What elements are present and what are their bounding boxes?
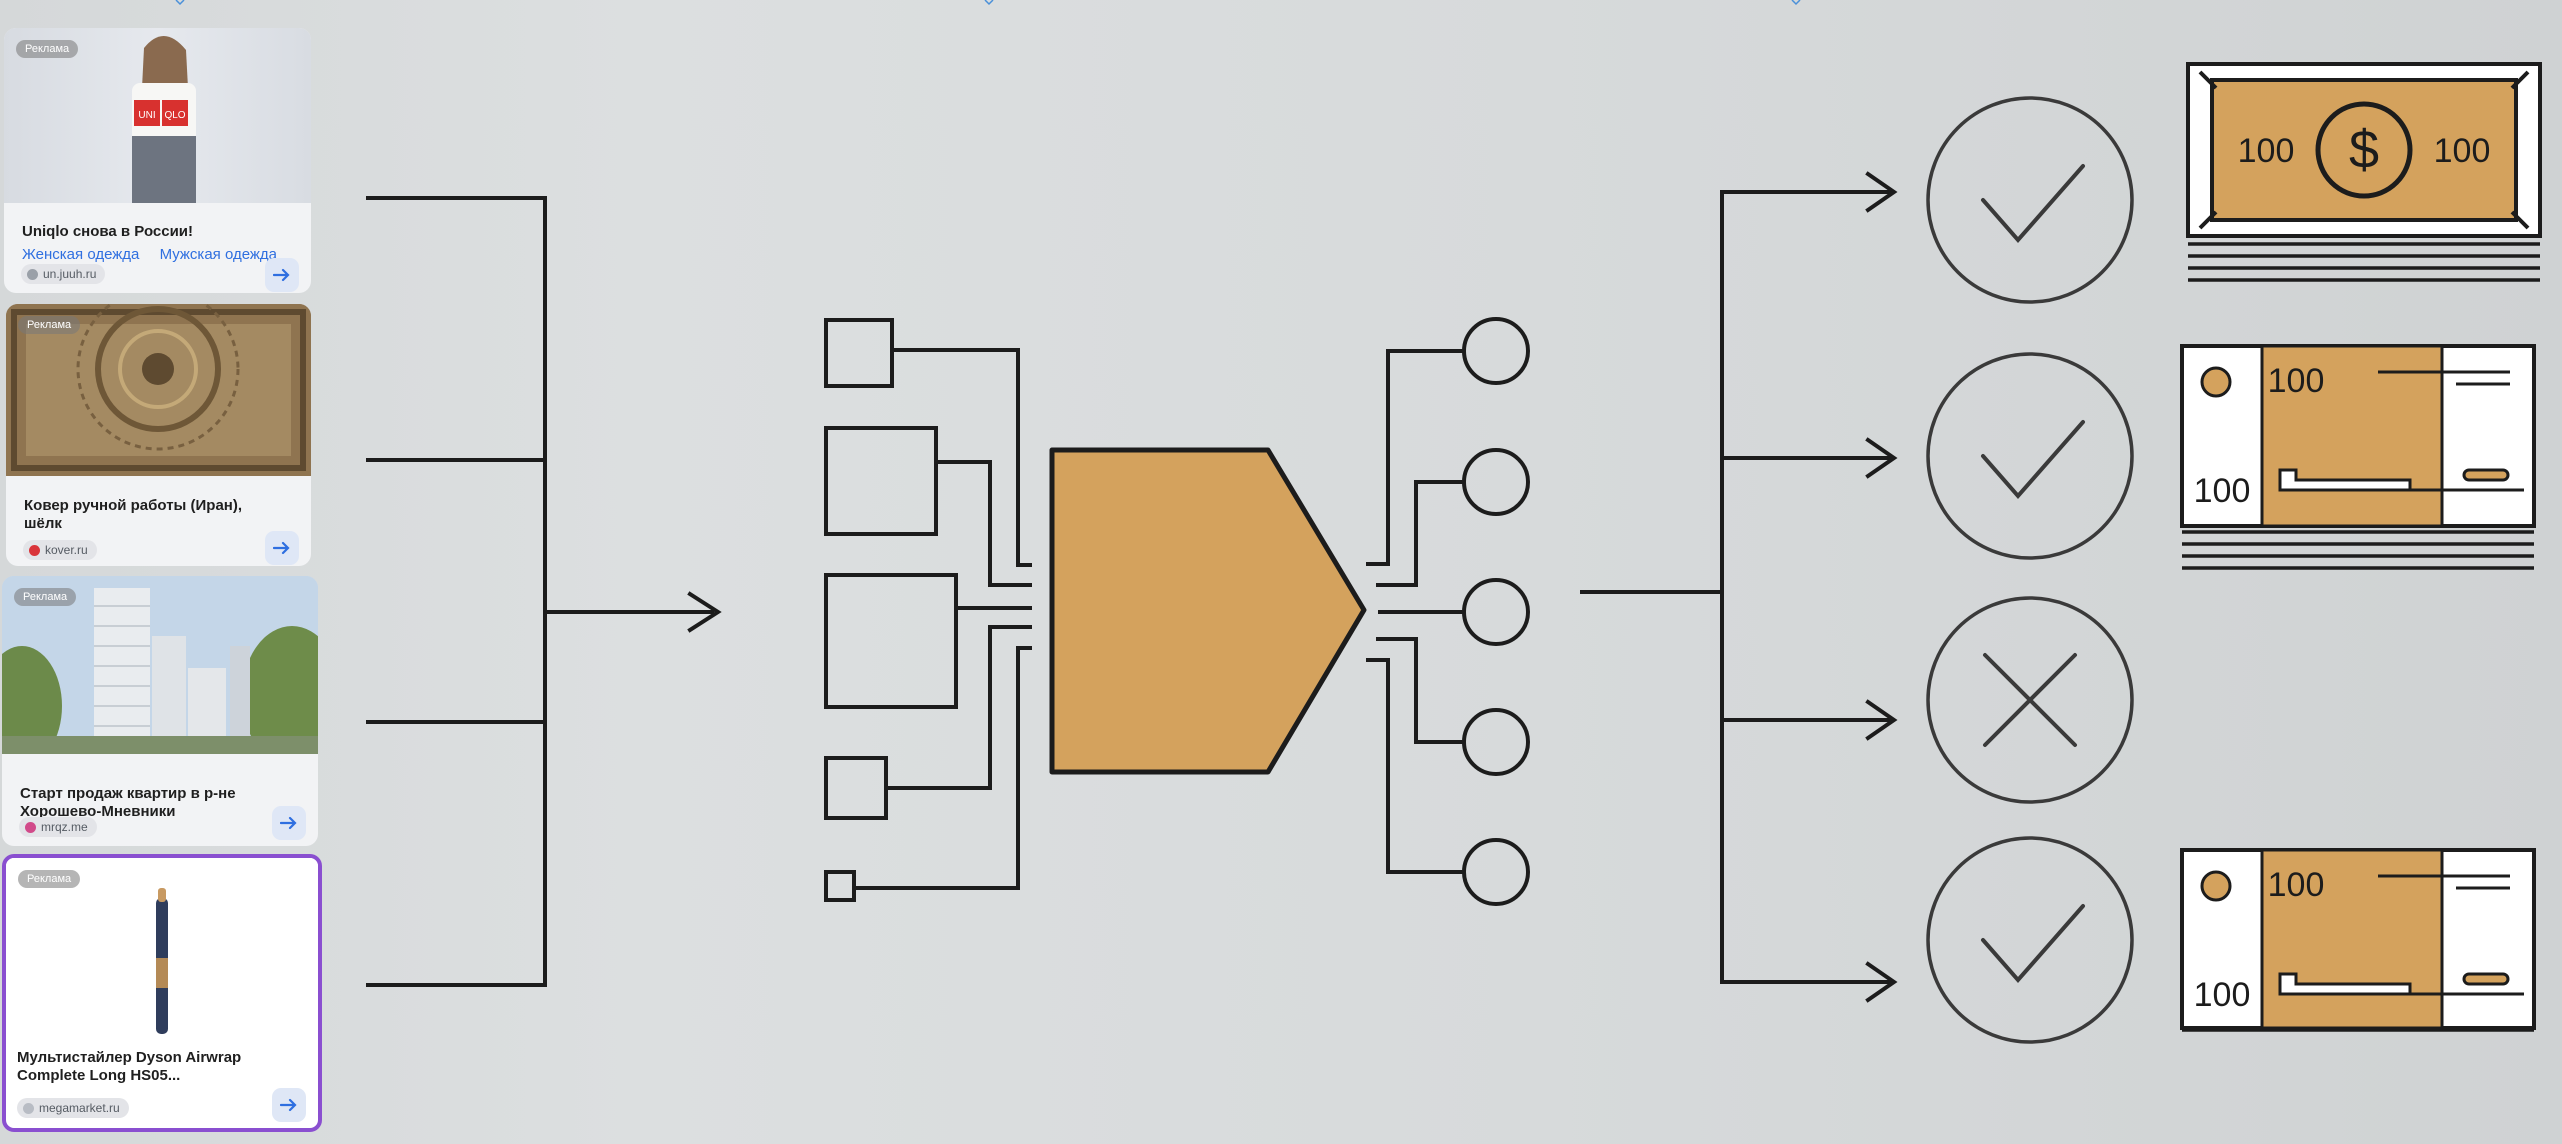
arrow-right-button[interactable] xyxy=(272,806,306,840)
ad-domain-chip[interactable]: un.juuh.ru xyxy=(21,264,105,284)
ad-title[interactable]: Uniqlo снова в России! xyxy=(22,223,255,241)
arrow-right-button[interactable] xyxy=(272,1088,306,1122)
output-nodes xyxy=(1368,319,1528,904)
bill-stack-icon: 100 100 xyxy=(2182,346,2534,568)
process-diagram: $ 100 100 100 100 100 xyxy=(330,0,2562,1144)
ad-badge: Реклама xyxy=(18,316,80,334)
check-icon xyxy=(1983,906,2083,980)
input-feature-boxes xyxy=(826,320,1030,900)
ad-card-carpet[interactable]: Реклама Ковер ручной работы (Иран), шёлк… xyxy=(6,304,311,566)
globe-icon xyxy=(27,269,38,280)
heart-icon xyxy=(29,545,40,556)
ad-domain: mrqz.me xyxy=(41,820,88,834)
uniqlo-logo-right: QLO xyxy=(164,110,185,121)
bill-value-bottom: 100 xyxy=(2194,976,2251,1014)
banknote-value-right: 100 xyxy=(2434,132,2491,170)
ad-sitelinks: Женская одежда Мужская одежда xyxy=(22,246,293,263)
ad-title[interactable]: Ковер ручной работы (Иран), шёлк xyxy=(24,497,255,533)
ad-card-apartments[interactable]: Реклама Старт продаж квартир в р-не Хоро… xyxy=(2,576,318,846)
outcome-branches xyxy=(1582,174,1894,1000)
dollar-sign: $ xyxy=(2349,120,2379,180)
ad-domain: megamarket.ru xyxy=(39,1101,120,1115)
bill-stack-icon: 100 100 xyxy=(2182,850,2534,1030)
ad-sidebar: UNI QLO Реклама Uniqlo снова в России! Ж… xyxy=(0,20,325,1135)
timeline-marker-icon xyxy=(175,0,185,6)
ad-card-uniqlo[interactable]: UNI QLO Реклама Uniqlo снова в России! Ж… xyxy=(4,28,311,293)
bill-value-top: 100 xyxy=(2268,866,2325,904)
bill-value-top: 100 xyxy=(2268,362,2325,400)
ad-badge: Реклама xyxy=(14,588,76,606)
ad-link-men[interactable]: Мужская одежда xyxy=(160,246,277,263)
banknote-value-left: 100 xyxy=(2238,132,2295,170)
bill-value-bottom: 100 xyxy=(2194,472,2251,510)
arrow-right-button[interactable] xyxy=(265,531,299,565)
ad-card-dyson[interactable]: Реклама Мультистайлер Dyson Airwrap Comp… xyxy=(2,854,322,1132)
money-stack-icon: $ 100 100 xyxy=(2188,64,2540,280)
arrow-right-icon xyxy=(280,816,298,830)
loader-icon xyxy=(23,1103,34,1114)
cross-icon xyxy=(1985,655,2075,745)
ad-link-women[interactable]: Женская одежда xyxy=(22,246,139,263)
arrow-right-icon xyxy=(280,1098,298,1112)
processor-shape xyxy=(1052,450,1364,772)
ad-domain: un.juuh.ru xyxy=(43,267,96,281)
uniqlo-logo-left: UNI xyxy=(138,110,155,121)
ad-domain-chip[interactable]: kover.ru xyxy=(23,540,97,560)
arrow-right-button[interactable] xyxy=(265,258,299,292)
arrow-right-icon xyxy=(273,541,291,555)
ad-title[interactable]: Мультистайлер Dyson Airwrap Complete Lon… xyxy=(17,1049,262,1085)
ad-badge: Реклама xyxy=(16,40,78,58)
ad-domain-chip[interactable]: mrqz.me xyxy=(19,817,97,837)
ad-title[interactable]: Старт продаж квартир в р-не Хорошево-Мне… xyxy=(20,785,262,821)
arrow-right-icon xyxy=(273,268,291,282)
ad-domain-chip[interactable]: megamarket.ru xyxy=(17,1098,129,1118)
check-icon xyxy=(1983,422,2083,496)
outcome-circles xyxy=(1928,98,2132,1042)
check-icon xyxy=(1983,166,2083,240)
input-bracket xyxy=(368,198,718,985)
check-badge-icon xyxy=(25,822,36,833)
ad-domain: kover.ru xyxy=(45,543,88,557)
ad-badge: Реклама xyxy=(18,870,80,888)
